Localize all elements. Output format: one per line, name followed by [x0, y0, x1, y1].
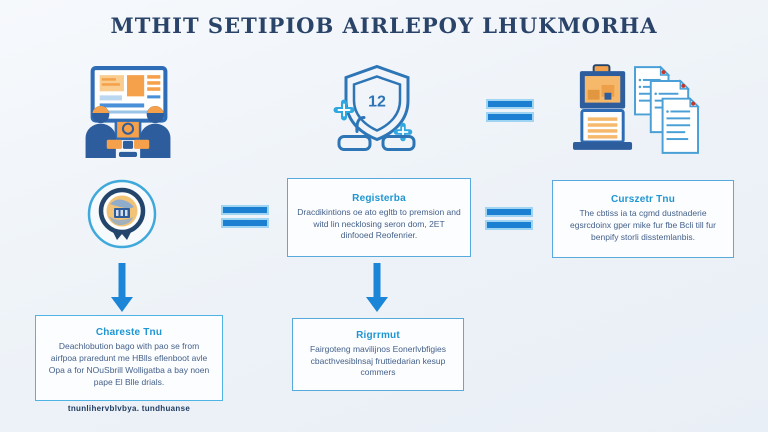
current-box-body: The cbtiss ia ta cgmd dustnaderie egsrcd… [570, 208, 716, 242]
kiosk-documents-icon [572, 64, 700, 154]
equals-icon [221, 205, 269, 228]
down-arrow-icon [111, 263, 133, 312]
charter-box: Chareste Tnu Deachlobution bago with pao… [35, 315, 223, 401]
equals-icon [485, 207, 533, 230]
agreement-box: Rigrrmut Fairgoteng mavilijnos Eonerlvbf… [292, 318, 464, 391]
shield-12-badge-icon: 12 [333, 64, 416, 151]
current-box: Curszetr Tnu The cbtiss ia ta cgmd dustn… [552, 180, 734, 258]
register-box-body: Dracdikintions oe ato egltb to premsion … [297, 206, 461, 241]
register-box: Registerba Dracdikintions oe ato egltb t… [287, 178, 471, 257]
shield-number: 12 [368, 94, 386, 111]
round-seal-globe-icon [87, 179, 157, 249]
charter-box-body: Deachlobution bago with pao se from airf… [48, 341, 210, 387]
team-at-monitor-icon [85, 66, 171, 158]
current-box-title: Curszetr Tnu [610, 194, 676, 206]
register-box-title: Registerba [352, 192, 406, 204]
down-arrow-icon [366, 263, 388, 312]
agreement-box-title: Rigrrmut [356, 329, 400, 341]
page-title: MTHIT SETIPIOB AIRLEPOY LHUKMORHA [110, 13, 658, 38]
equals-icon [486, 99, 534, 122]
charter-caption: tnunlihervblvbya. tundhuanse [67, 404, 191, 413]
agreement-box-body: Fairgoteng mavilijnos Eonerlvbfigies cba… [309, 343, 447, 378]
charter-box-title: Chareste Tnu [95, 327, 163, 339]
document-page-icon [661, 96, 700, 154]
